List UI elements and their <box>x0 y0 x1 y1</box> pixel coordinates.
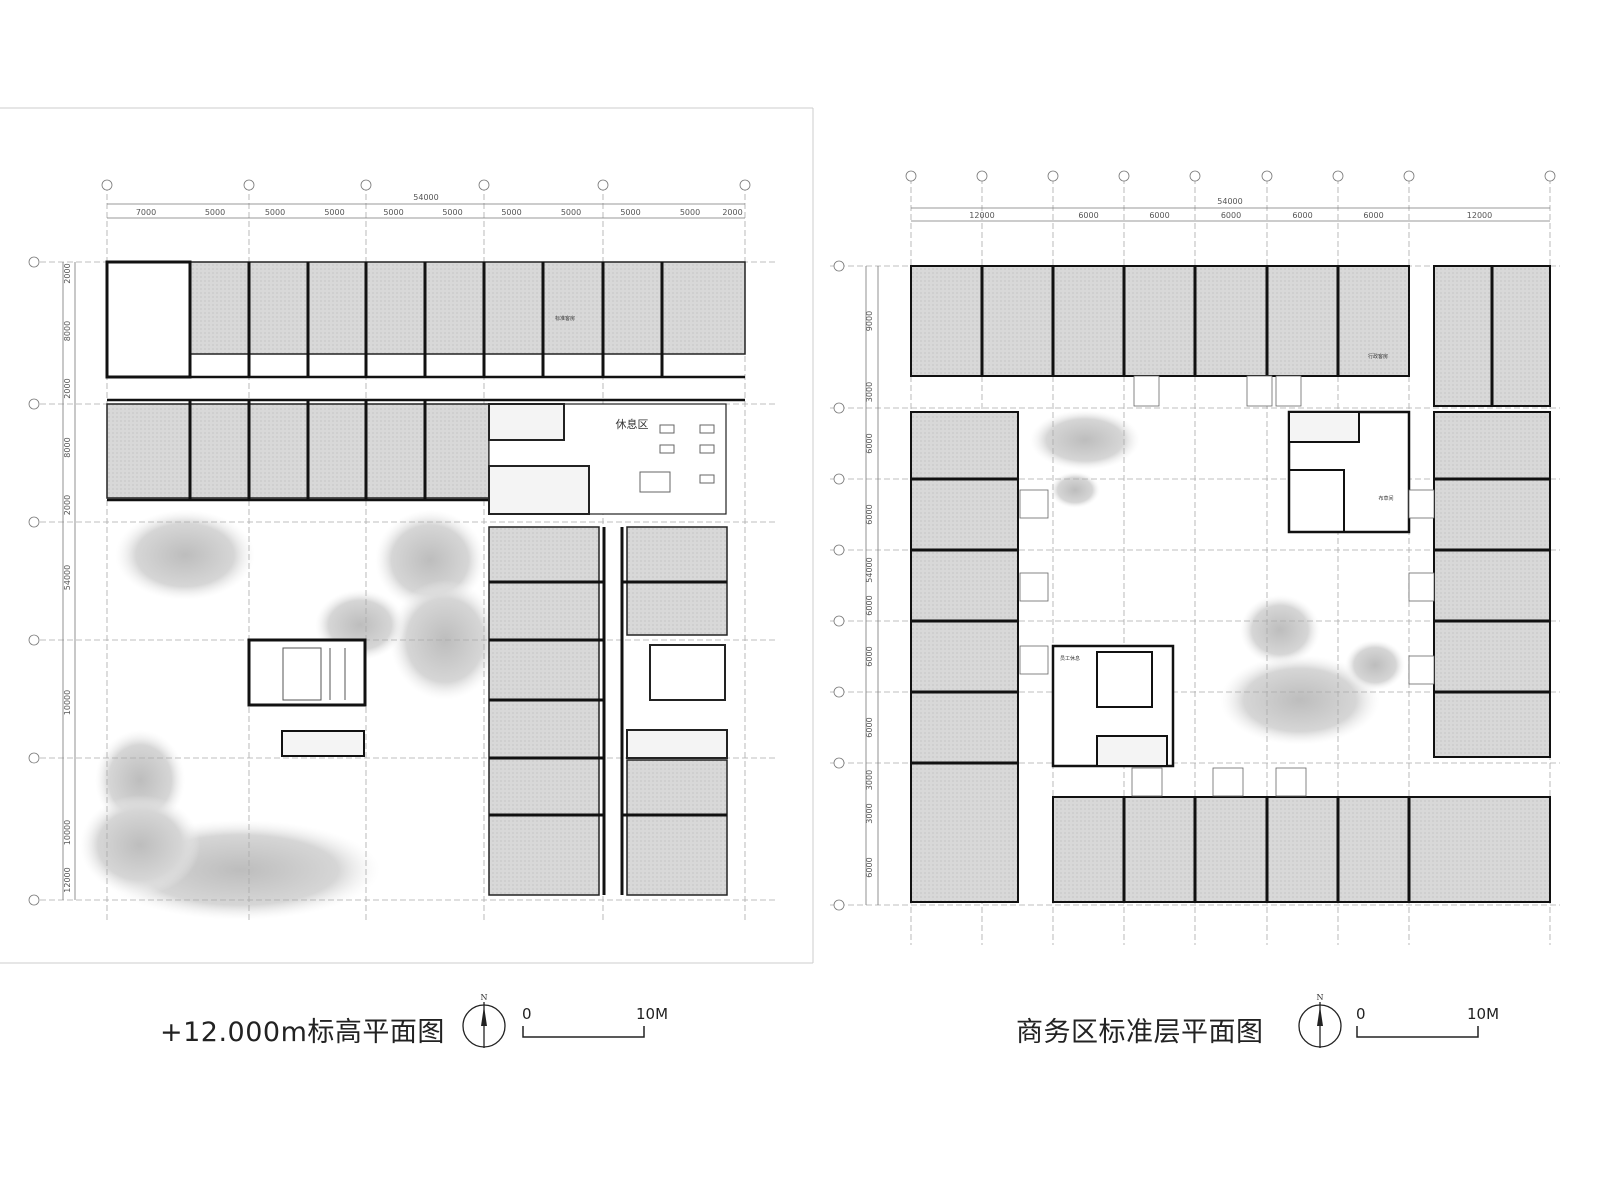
svg-text:N: N <box>481 993 488 1002</box>
left-axis-bubbles <box>28 179 751 906</box>
right-axis-bubbles <box>833 170 1556 911</box>
left-side-dimension: 10000 <box>63 820 72 845</box>
staff-lounge-label: 员工休息 <box>1060 655 1080 662</box>
svg-text:N: N <box>1317 993 1324 1002</box>
right-service-core-sw <box>1051 644 1175 768</box>
left-top-dimension-labels: 7000 5000 5000 5000 5000 5000 5000 5000 5000 5000… <box>136 208 743 217</box>
admin-room-label: 行政客房 <box>1368 353 1388 360</box>
left-top-dimension: 5000 <box>205 208 225 217</box>
left-scale-bar <box>522 1026 645 1038</box>
left-top-dimension: 2000 <box>722 208 742 217</box>
right-side-dimension: 6000 <box>865 857 874 877</box>
right-side-dimension: 54000 <box>865 557 874 582</box>
left-top-dimension: 5000 <box>501 208 521 217</box>
left-east-wing <box>488 526 728 896</box>
linen-room-label: 布草间 <box>1378 495 1393 502</box>
right-side-dimension: 6000 <box>865 433 874 453</box>
left-top-dimension: 5000 <box>442 208 462 217</box>
right-plan-title: 商务区标准层平面图 <box>1016 1017 1264 1048</box>
left-top-dimension: 5000 <box>561 208 581 217</box>
left-side-dimension: 12000 <box>63 867 72 892</box>
left-plan-title: +12.000m标高平面图 <box>160 1017 445 1048</box>
left-top-dimension: 5000 <box>383 208 403 217</box>
left-lounge-area <box>488 403 727 515</box>
right-side-dimension: 6000 <box>865 504 874 524</box>
left-central-core <box>247 638 367 757</box>
right-side-dimension: 9000 <box>865 311 874 331</box>
left-top-dimension: 5000 <box>265 208 285 217</box>
right-side-dimension: 3000 <box>865 803 874 823</box>
left-landscape-trees <box>80 510 500 920</box>
right-east-wing <box>1433 411 1551 758</box>
right-top-dimension: 6000 <box>1221 211 1241 220</box>
lounge-label: 休息区 <box>616 417 649 431</box>
right-west-wing <box>910 411 1019 903</box>
right-scale-start: 0 <box>1356 1005 1366 1023</box>
left-side-dimension: 2000 <box>63 263 72 283</box>
right-side-dimension: 6000 <box>865 595 874 615</box>
left-side-dimension: 2000 <box>63 378 72 398</box>
right-top-dimension: 12000 <box>969 211 994 220</box>
right-service-core-ne <box>1287 410 1411 534</box>
left-north-arrow-icon: N <box>462 993 506 1048</box>
right-side-dimension: 6000 <box>865 717 874 737</box>
left-side-dimension: 2000 <box>63 495 72 515</box>
right-stairs <box>1019 375 1435 797</box>
right-north-arrow-icon: N <box>1298 993 1342 1048</box>
left-floor-plan: 54000 7000 5000 5000 5000 5000 5000 5000 5000 50… <box>28 179 775 920</box>
right-side-dimension: 6000 <box>865 646 874 666</box>
left-side-dimension: 8000 <box>63 321 72 341</box>
right-top-dimension: 12000 <box>1467 211 1492 220</box>
right-north-wing <box>910 265 1551 407</box>
left-dimension-lines <box>62 203 745 900</box>
right-top-dimension: 6000 <box>1149 211 1169 220</box>
right-top-dimension: 6000 <box>1078 211 1098 220</box>
right-room-partitions <box>911 266 1550 902</box>
right-floor-plan: 54000 12000 6000 6000 6000 6000 6000 12000 900… <box>830 170 1560 945</box>
right-top-dimension: 6000 <box>1292 211 1312 220</box>
left-plan-frame <box>0 107 814 964</box>
right-south-wing <box>1052 796 1551 903</box>
right-top-dimension-labels: 12000 6000 6000 6000 6000 6000 12000 <box>969 211 1492 220</box>
left-side-dimension-labels: 2000 8000 2000 8000 2000 54000 10000 10000 12000 <box>63 263 72 892</box>
left-scale-start: 0 <box>522 1005 532 1023</box>
left-room-partitions-east <box>489 580 727 817</box>
right-scale-bar <box>1356 1026 1479 1038</box>
left-side-dimension: 10000 <box>63 690 72 715</box>
right-side-dimension-labels: 9000 3000 6000 6000 54000 6000 6000 6000 3000 300… <box>865 311 874 878</box>
right-overall-dimension: 54000 <box>1217 197 1242 206</box>
right-dimension-lines <box>865 207 1550 905</box>
left-side-dimension: 8000 <box>63 437 72 457</box>
left-top-dimension: 5000 <box>620 208 640 217</box>
left-top-dimension: 5000 <box>324 208 344 217</box>
right-scale-end: 10M <box>1467 1005 1500 1023</box>
right-side-dimension: 3000 <box>865 770 874 790</box>
right-top-dimension: 6000 <box>1363 211 1383 220</box>
right-landscape-trees <box>1030 410 1405 745</box>
left-side-dimension: 54000 <box>63 565 72 590</box>
left-overall-dimension: 54000 <box>413 193 438 202</box>
right-side-dimension: 3000 <box>865 382 874 402</box>
left-corridors <box>107 375 745 502</box>
left-top-dimension: 7000 <box>136 208 156 217</box>
room-type-label: 标准客房 <box>555 315 575 322</box>
left-scale-end: 10M <box>636 1005 669 1023</box>
left-top-dimension: 5000 <box>680 208 700 217</box>
left-room-partitions-top <box>188 262 664 500</box>
